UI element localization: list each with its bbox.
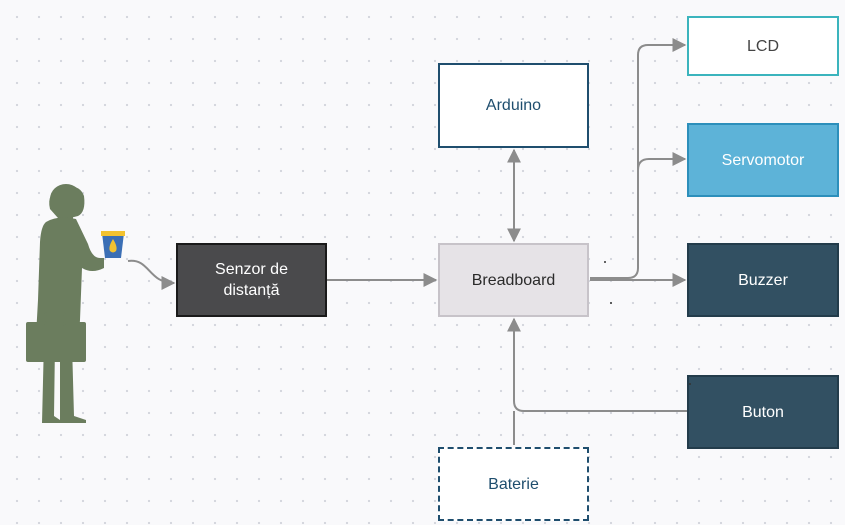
buton-node[interactable]: Buton: [687, 375, 839, 449]
connector-person-senzor: [127, 259, 176, 290]
connector-breadboard-servomotor: [637, 152, 687, 171]
buzzer-node[interactable]: Buzzer: [687, 243, 839, 317]
senzor-label: Senzor de distanță: [215, 261, 288, 299]
lcd-label: LCD: [746, 37, 779, 55]
baterie-node[interactable]: Baterie: [438, 447, 589, 521]
servomotor-label: Servomotor: [721, 151, 805, 169]
stray-dot: [610, 302, 612, 304]
person-holding-cup-icon: [26, 184, 125, 423]
servomotor-node[interactable]: Servomotor: [687, 123, 839, 197]
connector-breadboard-lcd: [590, 38, 687, 279]
senzor-node[interactable]: Senzor de distanță: [176, 243, 327, 317]
breadboard-node[interactable]: Breadboard: [438, 243, 589, 317]
breadboard-label: Breadboard: [471, 271, 556, 289]
stray-dot: [689, 383, 691, 385]
buton-label: Buton: [742, 403, 784, 421]
buzzer-label: Buzzer: [738, 271, 788, 289]
arduino-node[interactable]: Arduino: [438, 63, 589, 148]
connector-buton-breadboard: [507, 317, 687, 412]
arduino-label: Arduino: [485, 97, 542, 114]
stray-dot: [604, 261, 606, 263]
cup-icon: [101, 231, 125, 258]
baterie-label: Baterie: [488, 475, 539, 493]
lcd-node[interactable]: LCD: [687, 16, 839, 76]
